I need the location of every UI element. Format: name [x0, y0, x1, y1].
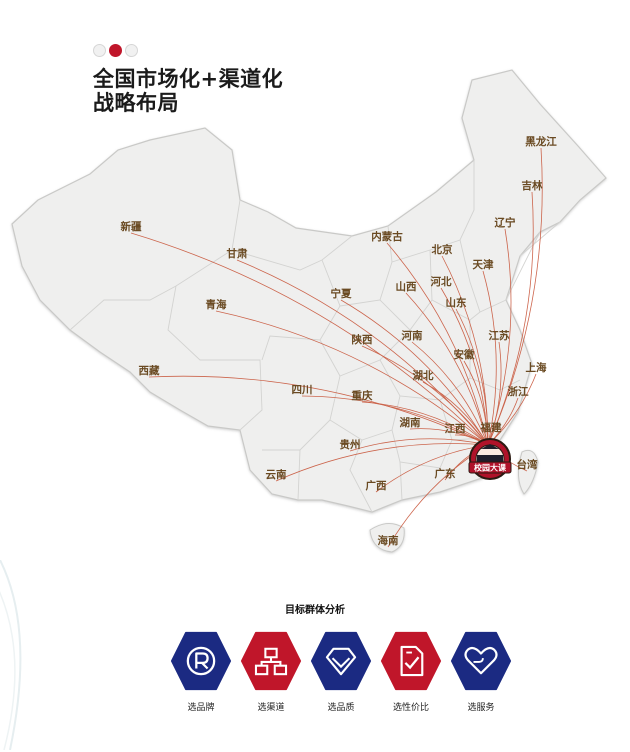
page-title-line-2: 战略布局	[93, 91, 179, 115]
analysis-item[interactable]: 选服务	[448, 630, 514, 713]
route-line	[275, 443, 489, 482]
route-lines	[130, 147, 543, 548]
analysis-item-label: 选品质	[327, 703, 355, 713]
route-line	[463, 360, 489, 446]
province-label: 安徽	[454, 348, 475, 361]
route-line	[386, 242, 489, 446]
province-label: 陕西	[352, 333, 373, 346]
province-label: 四川	[292, 384, 313, 396]
analysis-item-label: 选渠道	[257, 703, 285, 713]
province-label: 西藏	[139, 364, 160, 377]
decorative-wave	[0, 560, 22, 750]
province-label: 辽宁	[495, 216, 516, 229]
province-label: 湖北	[413, 369, 434, 382]
province-label: 天津	[473, 258, 494, 271]
route-line	[130, 232, 489, 446]
route-line	[422, 381, 489, 446]
province-label: 河北	[431, 275, 452, 288]
route-line	[340, 299, 489, 446]
route-line	[482, 270, 497, 446]
route-line	[487, 191, 534, 446]
route-line	[405, 292, 489, 446]
route-line	[148, 375, 489, 446]
registered-trademark-icon	[170, 631, 232, 691]
analysis-item-label: 选性价比	[392, 703, 429, 713]
province-label: 吉林	[522, 179, 543, 192]
province-label: 宁夏	[331, 287, 352, 300]
province-label: 湖南	[400, 416, 421, 429]
province-label: 山东	[446, 296, 467, 309]
province-label: 江苏	[489, 329, 510, 342]
org-chart-icon	[240, 631, 302, 691]
province-label: 广东	[435, 467, 456, 480]
heart-hands-icon	[450, 631, 512, 691]
hub-logo-text: 校园大课	[474, 463, 507, 473]
route-line	[361, 345, 489, 446]
page-dot-1[interactable]	[93, 44, 106, 57]
province-label: 福建	[480, 421, 502, 434]
route-line	[455, 308, 489, 446]
hub-logo: 校园大课	[468, 438, 512, 480]
province-label: 山西	[396, 280, 417, 293]
province-label: 云南	[266, 468, 287, 481]
diamond-icon	[310, 631, 372, 691]
province-label: 贵州	[340, 438, 361, 451]
analysis-item[interactable]: 选品牌	[168, 630, 234, 713]
province-label: 青海	[206, 298, 227, 311]
analysis-item[interactable]: 选品质	[308, 630, 374, 713]
analysis-icon-row: 选品牌 选渠道 选品质 选性价比 选服务	[168, 630, 528, 720]
country-outline	[11, 69, 607, 553]
route-line	[411, 341, 489, 446]
route-line	[301, 395, 489, 446]
province-label: 河南	[402, 329, 423, 342]
page-dot-3[interactable]	[125, 44, 138, 57]
route-line	[215, 310, 489, 446]
analysis-item[interactable]: 选性价比	[378, 630, 444, 713]
route-line	[361, 401, 489, 446]
province-label: 甘肃	[227, 247, 248, 260]
analysis-title: 目标群体分析	[285, 605, 345, 616]
route-line	[349, 438, 489, 452]
page-indicator	[93, 44, 138, 57]
province-label: 海南	[378, 534, 399, 547]
analysis-item-label: 选品牌	[187, 703, 215, 713]
analysis-item[interactable]: 选渠道	[238, 630, 304, 713]
province-label: 浙江	[508, 385, 529, 398]
province-label: 新疆	[121, 220, 142, 233]
province-label: 黑龙江	[525, 135, 557, 148]
page-title-line-1: 全国市场化+渠道化	[93, 67, 284, 91]
page-title: 全国市场化+渠道化 战略布局	[93, 67, 283, 115]
province-label: 北京	[432, 243, 453, 256]
province-label: 台湾	[517, 458, 538, 471]
page-dot-2[interactable]	[109, 44, 122, 57]
province-label: 重庆	[352, 389, 373, 402]
checklist-icon	[380, 631, 442, 691]
province-label: 内蒙古	[371, 230, 403, 243]
province-label: 广西	[366, 479, 387, 492]
province-label: 上海	[526, 361, 547, 374]
route-line	[487, 341, 502, 446]
analysis-item-label: 选服务	[467, 703, 495, 713]
province-label: 江西	[445, 422, 466, 435]
